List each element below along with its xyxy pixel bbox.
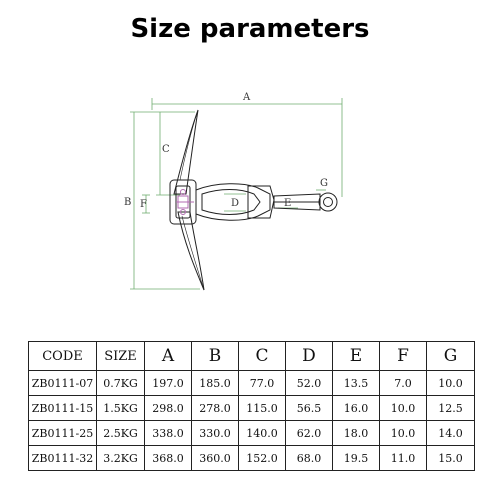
cell-c: 152.0 [238, 445, 286, 471]
table-row: ZB0111-15 1.5KG 298.0 278.0 115.0 56.5 1… [28, 395, 475, 421]
cell-c: 115.0 [238, 395, 286, 421]
cell-c: 77.0 [238, 370, 286, 396]
cell-a: 197.0 [144, 370, 192, 396]
cell-d: 52.0 [285, 370, 333, 396]
cell-d: 68.0 [285, 445, 333, 471]
dimension-lines [130, 98, 343, 290]
cell-size: 0.7KG [96, 370, 145, 396]
size-parameter-table: CODE SIZE A B C D E F G ZB0111-07 0.7KG … [28, 341, 475, 471]
header-code: CODE [28, 341, 97, 371]
header-a: A [144, 341, 192, 371]
table-header-row: CODE SIZE A B C D E F G [28, 341, 475, 371]
cell-a: 368.0 [144, 445, 192, 471]
dimension-labels: A B C D E F G [124, 92, 328, 210]
cell-code: ZB0111-15 [28, 395, 97, 421]
cell-g: 15.0 [426, 445, 475, 471]
cell-c: 140.0 [238, 420, 286, 446]
cell-size: 2.5KG [96, 420, 145, 446]
label-g: G [320, 178, 328, 189]
cell-a: 298.0 [144, 395, 192, 421]
cell-f: 10.0 [379, 420, 427, 446]
cell-e: 18.0 [332, 420, 380, 446]
cell-g: 12.5 [426, 395, 475, 421]
page-title: Size parameters [130, 14, 370, 44]
anchor-outline [169, 109, 338, 291]
cell-f: 10.0 [379, 395, 427, 421]
cell-b: 278.0 [191, 395, 239, 421]
table-row: ZB0111-32 3.2KG 368.0 360.0 152.0 68.0 1… [28, 445, 475, 471]
header-e: E [332, 341, 380, 371]
header-g: G [426, 341, 475, 371]
label-c: C [162, 144, 170, 155]
table-row: ZB0111-07 0.7KG 197.0 185.0 77.0 52.0 13… [28, 370, 475, 396]
cell-g: 10.0 [426, 370, 475, 396]
cell-e: 13.5 [332, 370, 380, 396]
header-size: SIZE [96, 341, 145, 371]
label-b: B [124, 197, 131, 208]
cell-a: 338.0 [144, 420, 192, 446]
cell-code: ZB0111-25 [28, 420, 97, 446]
header-b: B [191, 341, 239, 371]
cell-b: 330.0 [191, 420, 239, 446]
header-f: F [379, 341, 427, 371]
cell-size: 1.5KG [96, 395, 145, 421]
pivot-highlight [176, 189, 194, 215]
cell-code: ZB0111-07 [28, 370, 97, 396]
cell-d: 62.0 [285, 420, 333, 446]
label-d: D [231, 198, 239, 209]
cell-f: 7.0 [379, 370, 427, 396]
cell-b: 185.0 [191, 370, 239, 396]
cell-e: 19.5 [332, 445, 380, 471]
cell-d: 56.5 [285, 395, 333, 421]
label-f: F [140, 199, 147, 210]
anchor-dimension-diagram: A B C D E F G [124, 92, 343, 291]
cell-code: ZB0111-32 [28, 445, 97, 471]
cell-size: 3.2KG [96, 445, 145, 471]
label-e: E [284, 198, 291, 209]
table-row: ZB0111-25 2.5KG 338.0 330.0 140.0 62.0 1… [28, 420, 475, 446]
cell-e: 16.0 [332, 395, 380, 421]
cell-b: 360.0 [191, 445, 239, 471]
cell-g: 14.0 [426, 420, 475, 446]
header-c: C [238, 341, 286, 371]
label-a: A [242, 92, 251, 103]
cell-f: 11.0 [379, 445, 427, 471]
header-d: D [285, 341, 333, 371]
